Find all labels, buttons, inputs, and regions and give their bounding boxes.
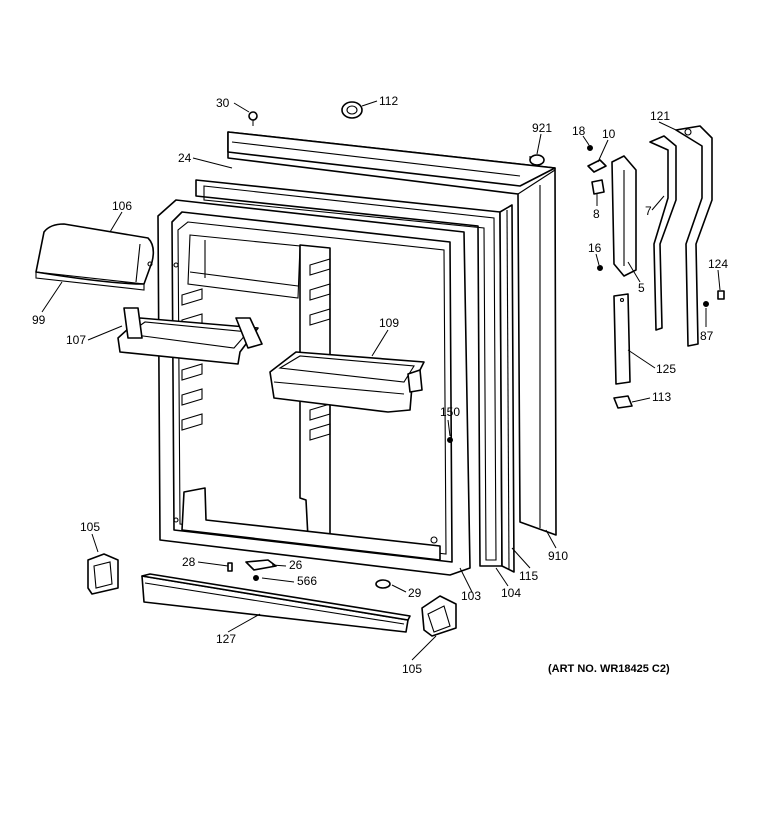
callout-121: 121 (650, 109, 670, 123)
callout-labels: 30 112 921 18 10 121 24 106 8 7 16 124 5… (32, 94, 728, 676)
outer-door-panel (227, 131, 557, 536)
callout-127: 127 (216, 632, 236, 646)
hinge-bracket-right (421, 595, 457, 637)
callout-103: 103 (461, 589, 481, 603)
callout-10: 10 (602, 127, 616, 141)
callout-566: 566 (297, 574, 317, 588)
callout-910: 910 (548, 549, 568, 563)
callout-105-right: 105 (402, 662, 422, 676)
callout-107: 107 (66, 333, 86, 347)
art-number: (ART NO. WR18425 C2) (548, 663, 670, 675)
handle-121 (675, 125, 713, 347)
door-shelf (117, 307, 263, 365)
screw-30 (248, 111, 258, 126)
hinge-5 (611, 155, 637, 277)
plug-921 (529, 154, 545, 166)
cap-113 (613, 395, 633, 409)
screw-18 (587, 145, 593, 151)
callout-921: 921 (532, 121, 552, 135)
door-gasket (195, 179, 515, 573)
spacer-8 (591, 179, 605, 195)
callout-125: 125 (656, 362, 676, 376)
callout-30: 30 (216, 96, 230, 110)
callout-150: 150 (440, 405, 460, 419)
callout-115: 115 (519, 569, 538, 583)
washer-29 (375, 579, 391, 589)
cam-10 (587, 159, 607, 173)
callout-16: 16 (588, 241, 602, 255)
hinge-bracket-left (87, 553, 119, 595)
callout-99: 99 (32, 313, 46, 327)
callout-28: 28 (182, 555, 196, 569)
callout-124: 124 (708, 257, 728, 271)
callout-18: 18 (572, 124, 586, 138)
callout-5: 5 (638, 281, 645, 295)
callout-105-left: 105 (80, 520, 100, 534)
door-bin (269, 351, 425, 413)
callout-29: 29 (408, 586, 422, 600)
callout-87: 87 (700, 329, 714, 343)
callout-7: 7 (645, 204, 652, 218)
callout-112: 112 (379, 94, 398, 108)
callout-113: 113 (652, 390, 671, 404)
screw-28 (227, 562, 233, 572)
screw-87 (703, 301, 709, 307)
screw-16 (597, 265, 603, 271)
cap-124 (717, 290, 725, 300)
callout-106: 106 (112, 199, 132, 213)
bottom-grille (141, 573, 411, 633)
screw-150 (447, 437, 453, 443)
callout-8: 8 (593, 207, 600, 221)
callout-26: 26 (289, 558, 303, 572)
callout-24: 24 (178, 151, 192, 165)
dairy-door-cover (35, 223, 155, 291)
callout-109: 109 (379, 316, 399, 330)
handle-7 (649, 135, 677, 331)
plate-26 (245, 559, 277, 571)
plug-112 (341, 101, 363, 119)
trim-125 (613, 293, 631, 385)
leader-lines (41, 100, 721, 661)
screw-566 (253, 575, 259, 581)
callout-104: 104 (501, 586, 521, 600)
